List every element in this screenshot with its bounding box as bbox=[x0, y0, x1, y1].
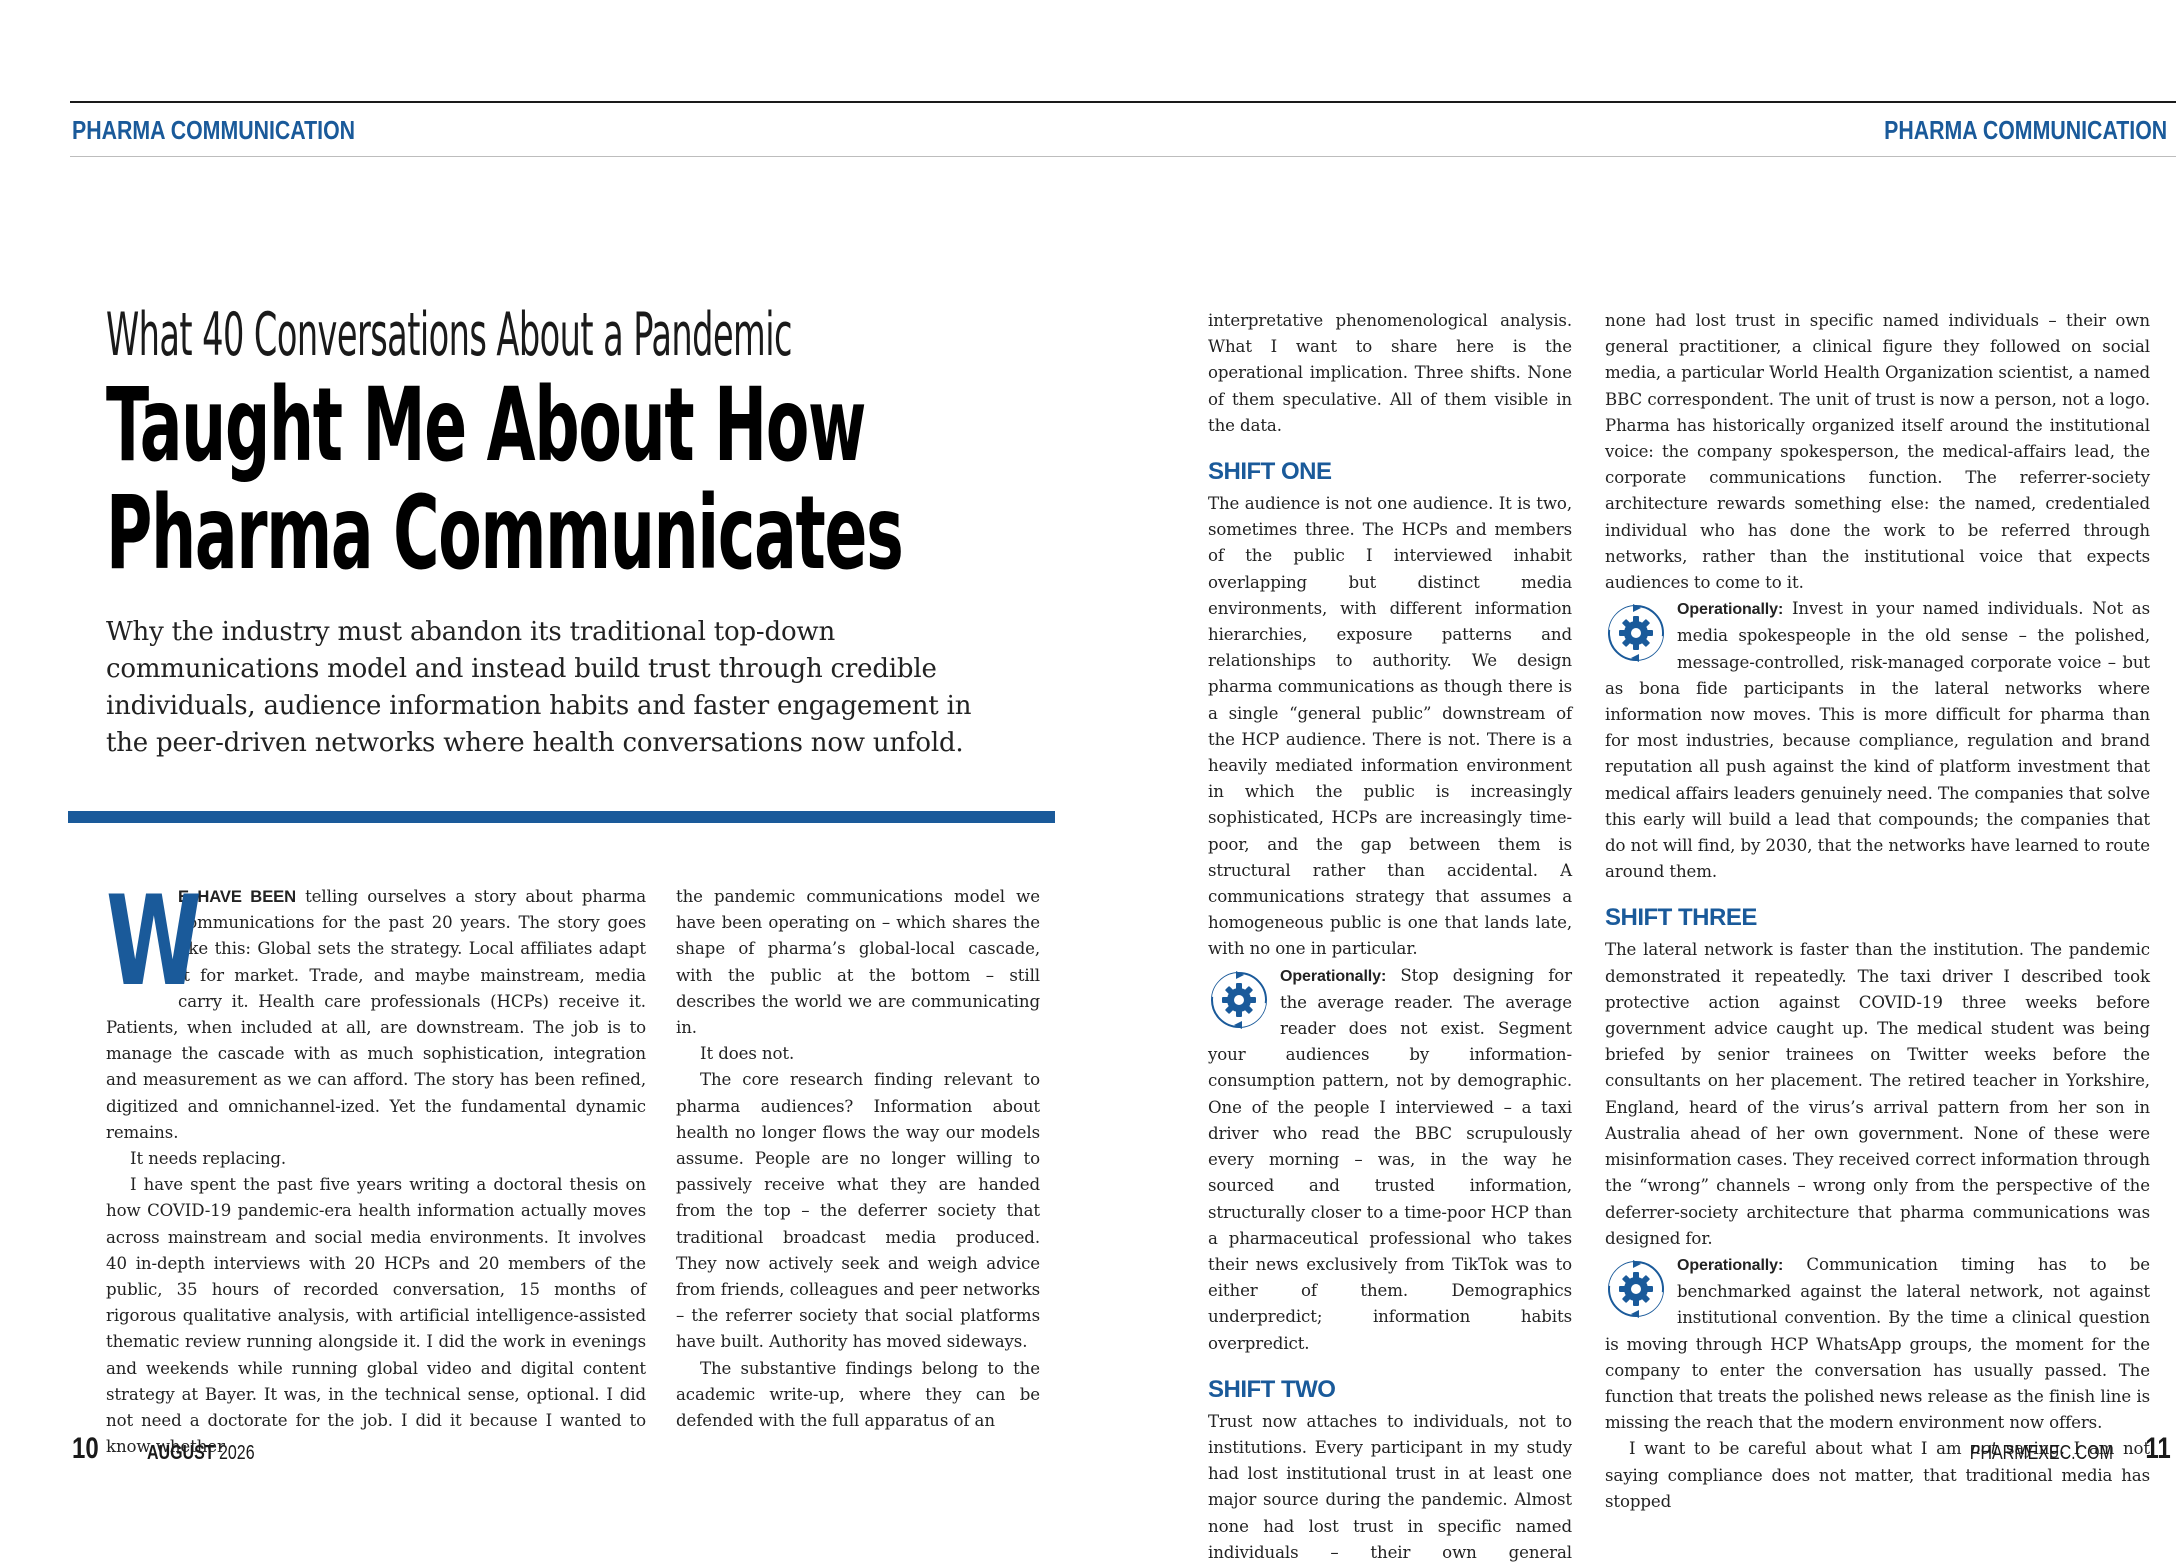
shift-two-operational: Operationally: Invest in your named indi… bbox=[1605, 596, 2150, 885]
shift-two-heading: SHIFT TWO bbox=[1208, 1375, 1336, 1403]
paragraph: the pandemic communications model we hav… bbox=[676, 887, 1040, 1038]
lead-caps: E HAVE BEEN bbox=[178, 887, 297, 906]
shift-one-text: The audience is not one audience. It is … bbox=[1208, 494, 1572, 959]
shift-three-text: The lateral network is faster than the i… bbox=[1605, 940, 2150, 1248]
operational-text: Communication timing has to be benchmark… bbox=[1605, 1254, 2150, 1433]
gear-cycle-icon bbox=[1608, 604, 1664, 663]
header-bottom-rule bbox=[70, 156, 2176, 157]
paragraph: It does not. bbox=[700, 1044, 795, 1064]
operational-label: Operationally: bbox=[1677, 1256, 1784, 1274]
operational-text: Stop designing for the average reader. T… bbox=[1208, 965, 1572, 1353]
issue-date: AUGUST 2026 bbox=[147, 1442, 255, 1465]
page-number-left: 10 bbox=[72, 1432, 99, 1465]
paragraph: The core research finding relevant to ph… bbox=[676, 1070, 1040, 1352]
issue-year: 2026 bbox=[219, 1442, 255, 1464]
shift-three-operational: Operationally: Communication timing has … bbox=[1605, 1252, 2150, 1436]
issue-month: AUGUST bbox=[147, 1442, 215, 1464]
paragraph: It needs replacing. bbox=[130, 1149, 287, 1169]
dropcap: W bbox=[106, 870, 202, 1014]
paragraph: The substantive findings belong to the a… bbox=[676, 1358, 1040, 1431]
shift-three-heading: SHIFT THREE bbox=[1605, 904, 1757, 932]
shift-two-text-continued: none had lost trust in specific named in… bbox=[1605, 311, 2150, 593]
header-top-rule bbox=[70, 101, 2176, 103]
headline-bold-line1: Taught Me About How bbox=[106, 366, 866, 485]
page-number-right: 11 bbox=[2145, 1432, 2171, 1465]
operational-text: Invest in your named individuals. Not as… bbox=[1605, 599, 2150, 882]
headline-bold-line2: Pharma Communicates bbox=[106, 474, 904, 593]
site-name: PHARMEXEC.COM bbox=[1969, 1442, 2113, 1464]
gear-cycle-icon bbox=[1608, 1259, 1664, 1318]
operational-label: Operationally: bbox=[1280, 967, 1387, 985]
section-label-left: PHARMA COMMUNICATION bbox=[72, 115, 356, 145]
shift-two-text: Trust now attaches to individuals, not t… bbox=[1208, 1411, 1572, 1562]
paragraph: interpretative phenomenological analysis… bbox=[1208, 311, 1572, 435]
shift-one-operational: Operationally: Stop designing for the av… bbox=[1208, 963, 1572, 1357]
body-column-4: none had lost trust in specific named in… bbox=[1605, 308, 2150, 1515]
section-label-right: PHARMA COMMUNICATION bbox=[1883, 115, 2167, 145]
body-column-2: the pandemic communications model we hav… bbox=[676, 884, 1040, 1434]
paragraph-lead-text: telling ourselves a story about pharma c… bbox=[106, 887, 646, 1142]
body-column-3: interpretative phenomenological analysis… bbox=[1208, 308, 1572, 1567]
headline-light: What 40 Conversations About a Pandemic bbox=[106, 300, 792, 370]
paragraph: I have spent the past five years writing… bbox=[106, 1175, 646, 1457]
headline-bold: Taught Me About How Pharma Communicates bbox=[106, 366, 904, 593]
deck-divider-bar bbox=[68, 811, 1055, 823]
gear-cycle-icon bbox=[1211, 970, 1267, 1029]
article-deck: Why the industry must abandon its tradit… bbox=[106, 617, 972, 758]
operational-label: Operationally: bbox=[1677, 601, 1784, 619]
closing-emphasis: not bbox=[1970, 1439, 1998, 1459]
shift-one-heading: SHIFT ONE bbox=[1208, 458, 1332, 486]
closing-text-pre: I want to be careful about what I am bbox=[1629, 1439, 1971, 1459]
